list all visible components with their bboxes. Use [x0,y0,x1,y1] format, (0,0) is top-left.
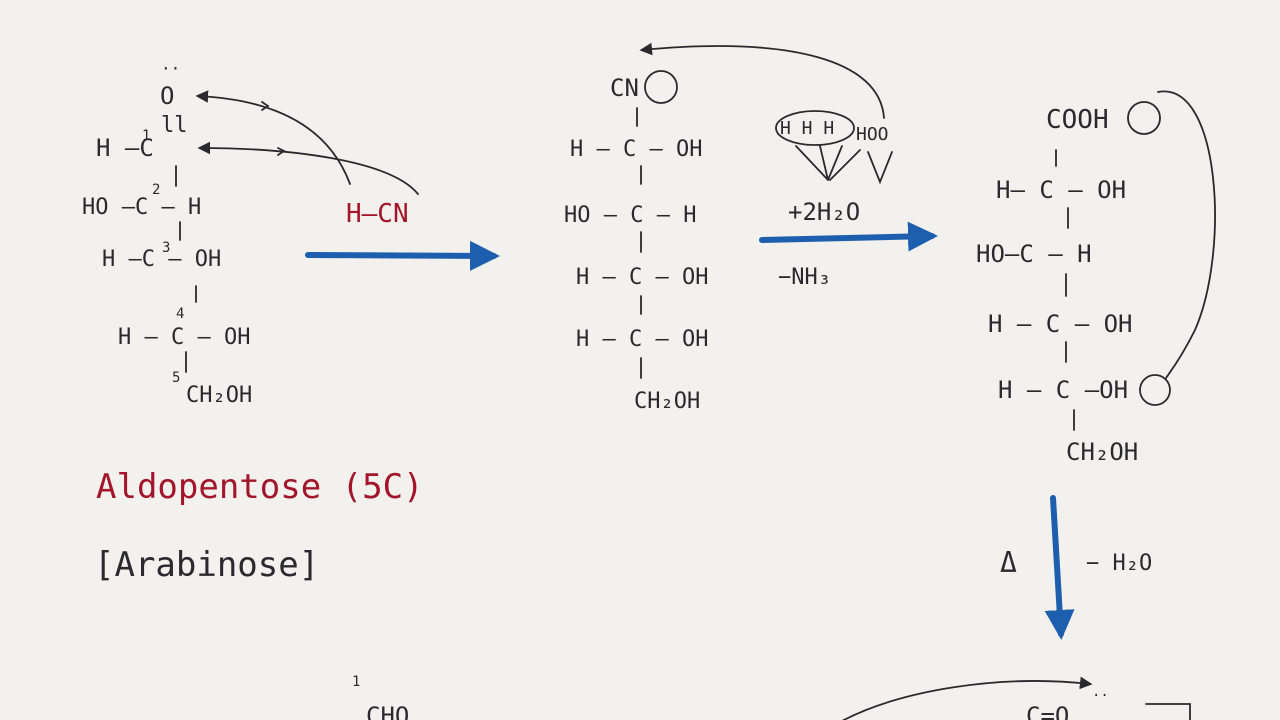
middle-row-3: H — C — OH [576,265,708,290]
middle-row-5: CH₂OH [634,389,700,414]
carbon-number-1: 1 [142,128,150,144]
right-row-2: HO—C — H [976,240,1092,268]
hydrogens-ellipse [775,110,855,146]
bottom-aldehyde: CHO [366,702,409,720]
left-row-4: H — C — OH [118,325,250,350]
right-row-4: H — C —OH [998,376,1128,404]
left-row-5: CH₂OH [186,383,252,408]
right-row-5: CH₂OH [1066,438,1138,466]
water-hydrogens: H H H [780,118,834,139]
carbon-number-3: 3 [162,240,170,256]
oxygen-vee [867,151,893,185]
bottom-curved-arrow [841,676,1093,720]
bottom-lone-pair: ·· [1092,688,1109,704]
middle-row-2: HO — C — H [564,203,696,228]
carbonyl-oxygen: O [160,82,174,110]
right-structure: COOH H— C — OH HO—C — H H — C — OH H — C… [976,90,1216,466]
left-row-1: H —C [96,134,154,162]
carbon-number-5: 5 [172,370,180,386]
hydrogen-lines [795,145,861,181]
arrow-tick-2 [277,147,286,156]
reaction-arrow-2 [759,221,938,252]
water-loss-label: − H₂O [1086,551,1152,576]
right-row-3: H — C — OH [988,310,1133,338]
bottom-bracket [1145,703,1191,720]
aldopentose-label: Aldopentose (5C) [96,467,424,507]
curved-arrow-to-nitrogen [639,42,885,119]
water-oxygens: HOO [856,124,889,145]
carboxyl-h-circle [1127,101,1161,135]
nitrogen-circle [644,70,678,104]
ammonia-loss-label: −NH₃ [778,265,831,290]
middle-row-1: H — C — OH [570,137,702,162]
reaction-arrow-1 [305,240,500,271]
hydroxyl-h-circle [1139,374,1171,406]
arabinose-label: [Arabinose] [94,545,319,585]
bottom-carbonyl: C=O [1026,702,1069,720]
lactone-connector [1157,90,1216,379]
left-row-2: HO —C — H [82,195,201,220]
carboxyl-group: COOH [1046,105,1109,135]
cyano-group: CN [610,74,639,102]
reaction-arrow-3 [1044,495,1075,640]
curved-arrow-to-carbon [197,141,419,195]
carbon-number-2: 2 [152,182,160,198]
middle-row-4: H — C — OH [576,327,708,352]
bottom-carbon-number: 1 [352,674,360,690]
curved-arrow-to-oxygen [195,90,351,185]
carbon-number-4: 4 [176,306,184,322]
left-structure: O ·· H —C ll HO —C — H H —C — OH H — C —… [82,59,419,408]
middle-structure: CN H — C — OH HO — C — H H — C — OH H — … [564,42,893,414]
right-row-1: H— C — OH [996,176,1126,204]
add-water-label: +2H₂O [788,198,860,226]
left-row-3: H —C — OH [102,247,221,272]
heat-symbol: Δ [1000,546,1017,579]
reagent-hcn: H—CN [346,199,409,229]
double-bond: ll [161,113,188,138]
lone-pair-dots: ·· [161,59,180,78]
arrow-tick-1 [261,101,270,111]
